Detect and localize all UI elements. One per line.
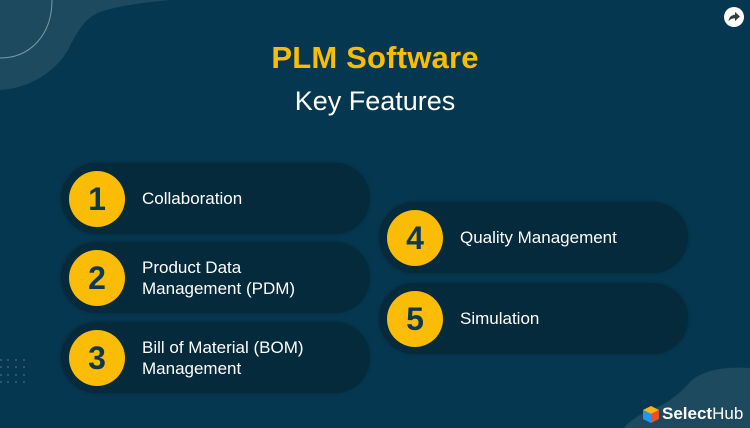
feature-number-badge: 1 xyxy=(69,171,125,227)
feature-number-badge: 5 xyxy=(387,291,443,347)
feature-item-collaboration: 1 Collaboration xyxy=(61,163,370,234)
feature-label: Bill of Material (BOM) Management xyxy=(142,337,304,378)
share-arrow-icon xyxy=(728,12,740,22)
dot-grid xyxy=(0,359,25,383)
top-left-blob xyxy=(0,0,170,90)
feature-item-simulation: 5 Simulation xyxy=(379,283,688,354)
brand-name: SelectHub xyxy=(662,404,744,423)
feature-number-badge: 2 xyxy=(69,250,125,306)
feature-label: Quality Management xyxy=(460,228,617,247)
selecthub-cube-logo-icon xyxy=(643,405,659,423)
feature-number-badge: 4 xyxy=(387,210,443,266)
feature-item-product-data-management: 2 Product Data Management (PDM) xyxy=(61,242,370,313)
feature-label: Product Data Management (PDM) xyxy=(142,257,296,298)
feature-item-quality-management: 4 Quality Management xyxy=(379,202,688,273)
feature-label: Simulation xyxy=(460,309,540,328)
feature-item-bill-of-material: 3 Bill of Material (BOM) Management xyxy=(61,322,370,393)
share-button[interactable] xyxy=(724,7,744,27)
page-subtitle: Key Features xyxy=(294,86,456,116)
feature-number-badge: 3 xyxy=(69,330,125,386)
top-left-arc xyxy=(0,0,53,59)
selecthub-logo: SelectHub xyxy=(643,404,743,424)
feature-label: Collaboration xyxy=(142,189,243,208)
page-title: PLM Software xyxy=(271,40,479,75)
